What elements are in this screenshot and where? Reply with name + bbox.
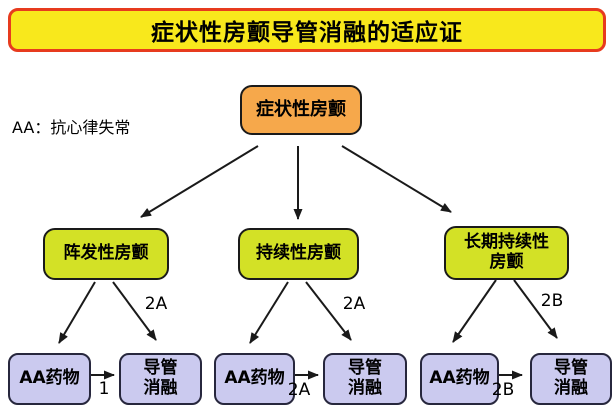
- node-aa-drug-1: AA药物: [8, 353, 91, 405]
- diagram-title-banner: 症状性房颤导管消融的适应证: [8, 8, 606, 52]
- diagram-title: 症状性房颤导管消融的适应证: [151, 20, 463, 46]
- recommendation-class-longstanding-ablation: 2B: [540, 291, 564, 311]
- node-persistent-af: 持续性房颤: [238, 228, 359, 280]
- recommendation-class-drug-failure-1: 1: [98, 379, 110, 399]
- arrow-persistent-to-drug: [249, 281, 289, 344]
- recommendation-class-drug-failure-3: 2B: [491, 380, 515, 400]
- abbreviation-note: AA：抗心律失常: [12, 118, 131, 137]
- arrow-root-to-paroxysmal: [140, 145, 259, 218]
- recommendation-class-persistent-ablation: 2A: [342, 294, 366, 314]
- arrow-root-to-longstanding: [341, 145, 452, 213]
- arrow-longstanding-to-drug: [452, 279, 497, 343]
- node-longstanding-persistent-af: 长期持续性房颤: [444, 226, 569, 280]
- node-catheter-ablation-2: 导管消融: [323, 353, 407, 405]
- node-aa-drug-3: AA药物: [420, 353, 499, 405]
- node-symptomatic-af: 症状性房颤: [240, 85, 362, 135]
- recommendation-class-paroxysmal-ablation: 2A: [144, 294, 168, 314]
- arrow-paroxysmal-to-drug: [58, 281, 96, 344]
- node-aa-drug-2: AA药物: [214, 353, 295, 405]
- node-catheter-ablation-3: 导管消融: [530, 353, 612, 405]
- node-paroxysmal-af: 阵发性房颤: [43, 228, 169, 280]
- recommendation-class-drug-failure-2: 2A: [287, 380, 311, 400]
- node-catheter-ablation-1: 导管消融: [119, 353, 202, 405]
